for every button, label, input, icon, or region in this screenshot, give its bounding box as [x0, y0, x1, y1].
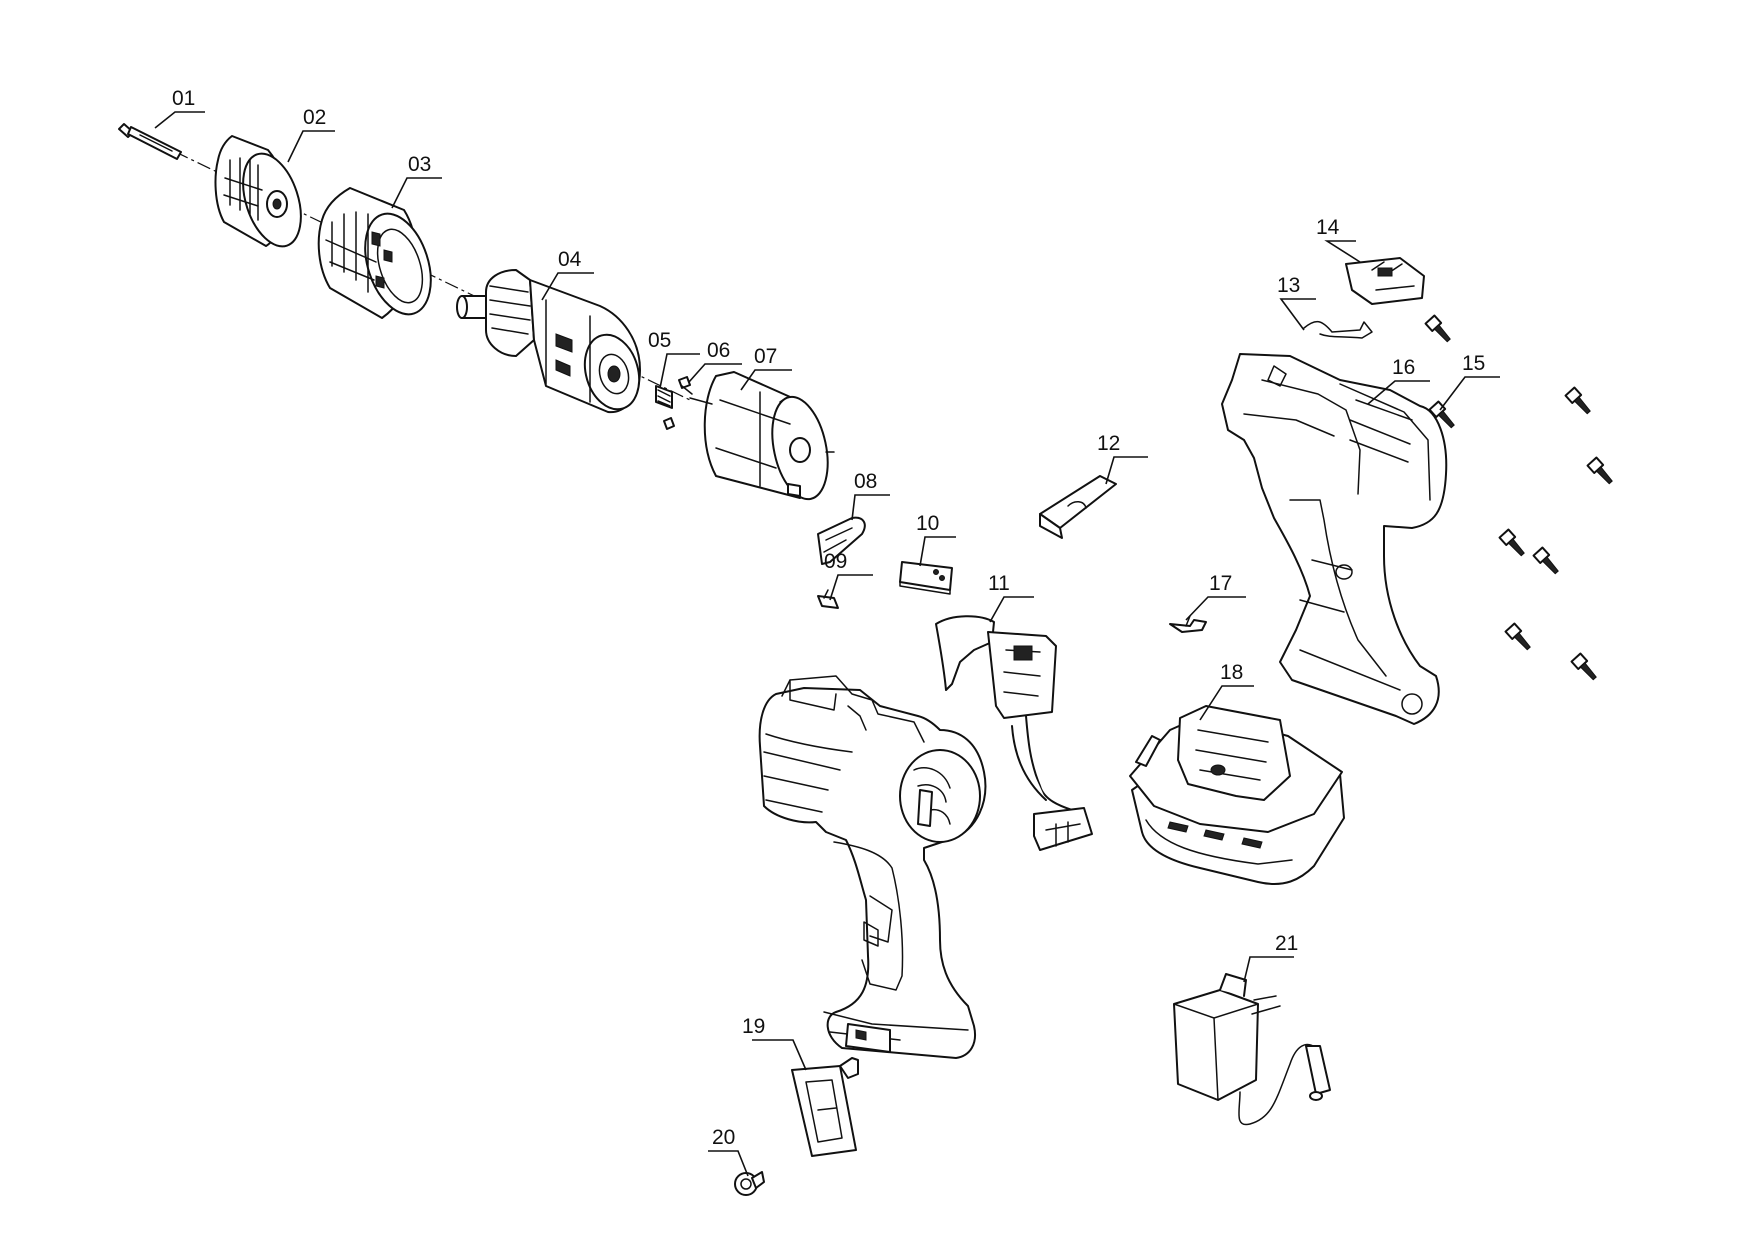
leader-line-15 [1439, 376, 1500, 411]
part-label-07: 07 [754, 345, 777, 368]
part-11-switch-assembly [935, 615, 1093, 851]
leader-line-01 [154, 111, 205, 129]
part-label-17: 17 [1209, 572, 1232, 595]
part-18-battery-pack [1129, 705, 1345, 886]
part-16-housing-half [1221, 353, 1448, 725]
part-01-chuck-screw [118, 123, 182, 160]
part-label-16: 16 [1392, 356, 1415, 379]
part-20-clip-screw [734, 1171, 765, 1196]
part-label-15: 15 [1462, 352, 1485, 375]
leader-line-04 [541, 272, 594, 301]
part-label-18: 18 [1220, 661, 1243, 684]
part-09-clip [817, 589, 839, 609]
leader-line-03 [391, 177, 442, 209]
leader-line-19 [752, 1039, 807, 1071]
part-label-06: 06 [707, 339, 730, 362]
part-label-05: 05 [648, 329, 671, 352]
part-14-direction-switch [1345, 257, 1425, 305]
leader-line-08 [851, 494, 890, 521]
leader-line-20 [708, 1150, 749, 1177]
part-label-13: 13 [1277, 274, 1300, 297]
part-19-belt-clip [791, 1057, 859, 1157]
leader-line-17 [1185, 596, 1246, 621]
part-label-11: 11 [988, 572, 1010, 595]
leader-line-02 [287, 130, 335, 163]
part-label-04: 04 [558, 248, 582, 271]
leader-line-07 [740, 369, 792, 391]
part-label-20: 20 [712, 1126, 735, 1149]
leader-line-18 [1199, 685, 1254, 721]
part-label-02: 02 [303, 106, 326, 129]
part-label-03: 03 [408, 153, 431, 176]
part-label-10: 10 [916, 512, 939, 535]
part-04-gearbox [456, 269, 641, 414]
leader-line-06 [688, 363, 742, 383]
part-15-screws [1424, 314, 1613, 681]
part-13-spring [1303, 320, 1373, 339]
leader-line-05 [659, 353, 700, 389]
part-label-21: 21 [1275, 932, 1298, 955]
part-label-12: 12 [1097, 432, 1120, 455]
leader-line-21 [1243, 956, 1294, 983]
part-21-charger [1173, 973, 1331, 1126]
part-number-labels: 01 02 03 04 05 06 07 08 09 10 11 12 13 14 15 16 17 18 19 20… [154, 87, 1500, 1177]
leader-line-10 [919, 536, 956, 567]
part-08-switch-cover [817, 516, 866, 565]
part-06-motor-screws [663, 376, 693, 430]
part-label-09: 09 [824, 550, 847, 573]
part-07-motor [689, 371, 835, 501]
leader-line-09 [829, 574, 873, 601]
part-05-pinion [655, 385, 673, 409]
leader-line-16 [1367, 380, 1430, 405]
part-02-chuck-sleeve [214, 135, 302, 248]
part-12-slide-button [1039, 475, 1117, 539]
part-label-08: 08 [854, 470, 877, 493]
part-label-14: 14 [1316, 216, 1340, 239]
part-label-01: 01 [172, 87, 195, 110]
part-label-19: 19 [742, 1015, 765, 1038]
leader-line-14 [1324, 240, 1361, 263]
leader-line-11 [989, 596, 1034, 623]
part-03-torque-ring [317, 187, 432, 319]
leader-line-13 [1279, 298, 1316, 331]
part-10-plate [899, 561, 953, 595]
leader-line-12 [1105, 456, 1148, 485]
drill-body [758, 675, 987, 1059]
